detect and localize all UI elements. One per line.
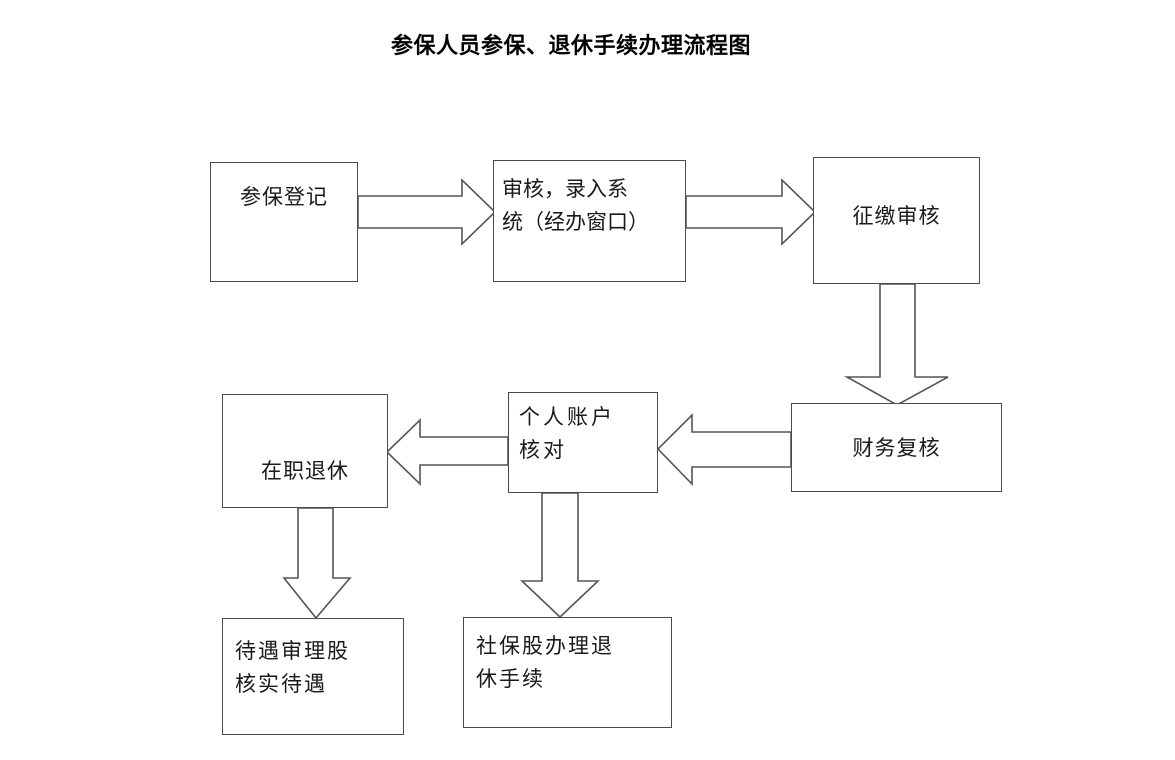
arrow-zhengjiao-shenhe-to-caiwu-fuhe [843,283,949,406]
node-label: 社保股办理退 休手续 [476,634,614,691]
node-caiwu-fuhe[interactable]: 财务复核 [791,403,1002,492]
node-zaizhi-tuixiu[interactable]: 在职退休 [222,394,388,508]
page-title: 参保人员参保、退休手续办理流程图 [390,34,751,59]
node-label: 参保登记 [240,185,328,209]
node-shenhe-luru[interactable]: 审核，录入系 统（经办窗口） [493,160,686,282]
arrow-zaizhi-tuixiu-to-daiyu-shenli [282,507,352,620]
arrow-shenhe-luru-to-zhengjiao-shenhe [685,178,817,246]
node-label: 个人账户 核对 [519,405,615,462]
node-geren-zhanghu[interactable]: 个人账户 核对 [508,392,658,493]
arrow-geren-zhanghu-to-zaizhi-tuixiu [385,418,509,486]
node-label: 财务复核 [852,436,941,460]
node-shebao-gu[interactable]: 社保股办理退 休手续 [463,617,672,728]
node-zhengjiao-shenhe[interactable]: 征缴审核 [813,157,980,284]
node-label: 待遇审理股 核实待遇 [235,639,350,696]
arrow-canbao-dengji-to-shenhe-luru [357,178,497,246]
node-label: 征缴审核 [852,204,941,228]
arrow-caiwu-fuhe-to-geren-zhanghu [656,413,792,486]
node-label: 审核，录入系 统（经办窗口） [502,177,649,234]
node-label: 在职退休 [261,459,349,483]
node-daiyu-shenli[interactable]: 待遇审理股 核实待遇 [222,618,404,735]
node-canbao-dengji[interactable]: 参保登记 [210,162,358,282]
arrow-geren-zhanghu-to-shebao-gu [519,492,601,619]
